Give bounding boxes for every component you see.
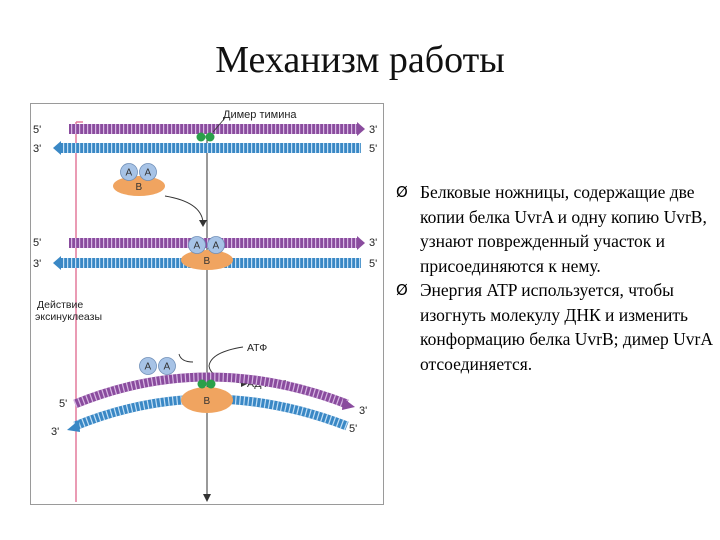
- stage-1: 5' 3' 3' 5' Димер тимина: [33, 109, 377, 155]
- thymine-dimer-dot: [197, 379, 207, 389]
- excinuclease-label: эксинуклеазы: [35, 311, 102, 323]
- mechanism-diagram: 5' 3' 3' 5' Димер тимина A A B 5': [30, 103, 384, 505]
- binding-arrow: [164, 195, 204, 223]
- uvrb-letter: B: [204, 256, 211, 267]
- uvra-letter: A: [126, 168, 133, 179]
- thymine-dimer-dot: [196, 132, 206, 142]
- diagram-canvas: 5' 3' 3' 5' Димер тимина A A B 5': [33, 109, 377, 502]
- binding-arrow-head: [199, 220, 207, 227]
- bullet-item: Ø Энергия ATP используется, чтобы изогну…: [396, 278, 716, 376]
- bullet-marker: Ø: [396, 281, 408, 299]
- bottom-strand-arrow-3: [67, 420, 80, 432]
- end-label: 3': [51, 426, 59, 438]
- end-label: 5': [349, 423, 357, 435]
- uvra-protein: [207, 236, 225, 254]
- thymine-dimer-dot: [206, 379, 216, 389]
- bottom-strand-arrow-2: [53, 256, 61, 270]
- top-strand-arrow-3: [342, 398, 355, 410]
- uvra-protein: [120, 163, 138, 181]
- uvra-letter: A: [194, 241, 201, 252]
- bullet-text: Энергия ATP используется, чтобы изогнуть…: [420, 280, 713, 374]
- uvra-letter: A: [164, 362, 171, 373]
- bottom-strand-arrow-1: [53, 141, 61, 155]
- end-label: 5': [59, 398, 67, 410]
- bottom-strand-1: [61, 143, 361, 153]
- end-label: 3': [33, 258, 41, 270]
- bullet-item: Ø Белковые ножницы, содержащие две копии…: [396, 180, 716, 278]
- thymine-dimer-dot: [205, 132, 215, 142]
- bullet-list: Ø Белковые ножницы, содержащие две копии…: [396, 180, 716, 376]
- slide-title: Механизм работы: [215, 39, 505, 81]
- end-label: 5': [369, 258, 377, 270]
- uvra-protein: [139, 357, 157, 375]
- bullet-marker: Ø: [396, 183, 408, 201]
- top-strand-1: [69, 124, 357, 134]
- atp-label: АТФ: [247, 342, 267, 354]
- top-strand-arrow-1: [357, 122, 365, 136]
- uvrb-protein: [113, 176, 165, 196]
- end-label: 3': [33, 143, 41, 155]
- released-uvra-dimer: A A: [139, 357, 176, 375]
- end-label: 5': [369, 143, 377, 155]
- uvra-letter: A: [145, 168, 152, 179]
- end-label: 3': [369, 124, 377, 136]
- excinuclease-label: Действие: [37, 299, 83, 311]
- release-arrow: [178, 353, 194, 363]
- end-label: 5': [33, 237, 41, 249]
- uvra-protein: [188, 236, 206, 254]
- uvra-letter: A: [213, 241, 220, 252]
- uvrb-protein: [181, 250, 233, 270]
- end-label: 3': [369, 237, 377, 249]
- uvrb-protein: [181, 387, 233, 413]
- end-label: 5': [33, 124, 41, 136]
- stage-2: 5' 3' 3' 5' A A B: [33, 236, 377, 270]
- uvra-protein: [139, 163, 157, 181]
- uvrb-letter: B: [204, 396, 211, 407]
- end-label: 3': [359, 405, 367, 417]
- uvra-protein: [158, 357, 176, 375]
- uvra-letter: A: [145, 362, 152, 373]
- stage-3: 5' 3' 3' 5' B: [51, 372, 367, 438]
- process-arrow-head: [203, 494, 211, 502]
- uvr-complex-free: A A B: [113, 163, 165, 196]
- top-strand-3: [73, 372, 349, 409]
- thymine-dimer-label: Димер тимина: [223, 109, 297, 121]
- bullet-text: Белковые ножницы, содержащие две копии б…: [420, 182, 707, 276]
- uvrb-letter: B: [136, 182, 143, 193]
- top-strand-arrow-2: [357, 236, 365, 250]
- dimer-pointer: [212, 117, 226, 133]
